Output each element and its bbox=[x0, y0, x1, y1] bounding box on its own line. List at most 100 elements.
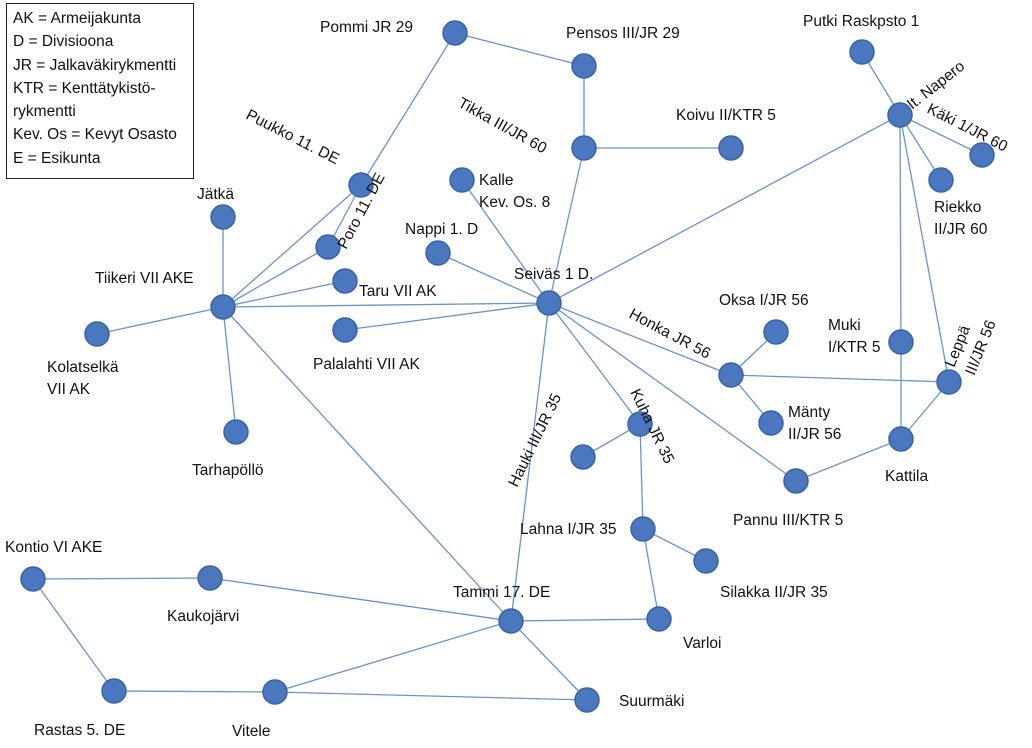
label-line: Vitele bbox=[232, 723, 271, 740]
label-line: VII AK bbox=[47, 381, 91, 398]
label-hauki: Hauki III/JR 35 bbox=[505, 391, 565, 490]
legend-line: E = Esikunta bbox=[13, 149, 101, 167]
label-line: Silakka II/JR 35 bbox=[720, 584, 828, 601]
edge-kaukojarvi-tammi bbox=[209, 577, 512, 622]
node-tammi[interactable] bbox=[498, 608, 524, 634]
label-tammi: Tammi 17. DE bbox=[453, 584, 550, 601]
node-hauki[interactable] bbox=[570, 444, 596, 470]
edge-kattila-pannu bbox=[795, 438, 902, 482]
label-line: Jätkä bbox=[197, 186, 234, 203]
node-jatka[interactable] bbox=[210, 204, 236, 230]
label-line: Palalahti VII AK bbox=[313, 356, 421, 373]
edge-tammi-vitele bbox=[274, 620, 512, 693]
node-kuha[interactable] bbox=[627, 411, 653, 437]
label-putki: Putki Raskpsto 1 bbox=[803, 13, 919, 30]
label-palalahti: Palalahti VII AK bbox=[313, 356, 421, 373]
node-kaki[interactable] bbox=[969, 142, 995, 168]
node-pommi[interactable] bbox=[442, 20, 468, 46]
edge-kontio-rastas bbox=[32, 578, 115, 692]
legend-line: JR = Jalkaväkirykmentti bbox=[13, 56, 177, 74]
label-line: Kontio VI AKE bbox=[5, 539, 102, 556]
label-line: Tarhapöllö bbox=[192, 462, 264, 479]
label-tarhapollo: Tarhapöllö bbox=[192, 462, 264, 479]
label-seivas: Seiväs 1 D. bbox=[514, 266, 593, 283]
edge-kontio-kaukojarvi bbox=[32, 577, 211, 580]
label-line: Kev. Os. 8 bbox=[479, 194, 550, 211]
legend-line: rykmentti bbox=[13, 103, 76, 121]
node-taru[interactable] bbox=[332, 268, 358, 294]
edge-lahna-varloi bbox=[642, 528, 660, 620]
label-line: Puukko 11. DE bbox=[243, 106, 342, 168]
label-taru: Taru VII AK bbox=[359, 283, 437, 300]
label-tiikeri: Tiikeri VII AKE bbox=[95, 270, 193, 287]
node-pannu[interactable] bbox=[783, 468, 809, 494]
label-suurmaki: Suurmäki bbox=[619, 693, 684, 710]
edge-tammi-suurmaki bbox=[510, 620, 588, 701]
label-line: Hauki III/JR 35 bbox=[505, 391, 565, 490]
edge-palalahti-seivas bbox=[344, 302, 550, 331]
label-line: Pommi JR 29 bbox=[320, 19, 413, 36]
legend-line: D = Divisioona bbox=[13, 33, 114, 51]
node-kolatselka[interactable] bbox=[84, 321, 110, 347]
node-rastas[interactable] bbox=[101, 678, 127, 704]
edge-pommi-pensos bbox=[454, 32, 585, 67]
node-vitele[interactable] bbox=[262, 679, 288, 705]
edge-napero-kaki bbox=[899, 114, 983, 156]
node-varloi[interactable] bbox=[646, 606, 672, 632]
label-line: Nappi 1. D bbox=[405, 221, 478, 238]
legend-line: Kev. Os = Kevyt Osasto bbox=[13, 126, 177, 144]
node-palalahti[interactable] bbox=[332, 317, 358, 343]
label-line: Putki Raskpsto 1 bbox=[803, 13, 919, 30]
node-seivas[interactable] bbox=[536, 290, 562, 316]
edge-poro-tiikeri bbox=[222, 246, 329, 308]
edge-pommi-puukko bbox=[360, 32, 456, 186]
node-napero[interactable] bbox=[887, 102, 913, 128]
label-jatka: Jätkä bbox=[197, 186, 234, 203]
node-putki[interactable] bbox=[849, 39, 875, 65]
node-tikka[interactable] bbox=[571, 135, 597, 161]
label-lahna: Lahna I/JR 35 bbox=[520, 521, 617, 538]
node-kalle[interactable] bbox=[449, 167, 475, 193]
node-pensos[interactable] bbox=[571, 53, 597, 79]
node-riekko[interactable] bbox=[928, 167, 954, 193]
label-kaukojarvi: Kaukojärvi bbox=[167, 608, 239, 625]
label-line: Kattila bbox=[885, 468, 928, 485]
node-leppa[interactable] bbox=[936, 369, 962, 395]
edge-seivas-honka bbox=[548, 302, 732, 376]
node-lahna[interactable] bbox=[630, 516, 656, 542]
node-poro[interactable] bbox=[315, 234, 341, 260]
node-manty[interactable] bbox=[758, 410, 784, 436]
node-tiikeri[interactable] bbox=[210, 294, 236, 320]
node-oksa[interactable] bbox=[763, 319, 789, 345]
node-suurmaki[interactable] bbox=[574, 687, 600, 713]
node-koivu[interactable] bbox=[718, 135, 744, 161]
node-kaukojarvi[interactable] bbox=[197, 565, 223, 591]
node-muki[interactable] bbox=[888, 329, 914, 355]
legend-line: AK = Armeijakunta bbox=[13, 10, 141, 27]
label-line: Riekko bbox=[934, 199, 981, 216]
label-line: Varloi bbox=[683, 635, 721, 652]
edge-honka-leppa bbox=[730, 374, 950, 383]
node-kontio[interactable] bbox=[20, 566, 46, 592]
label-line: Seiväs 1 D. bbox=[514, 266, 593, 283]
label-line: III/JR 56 bbox=[962, 318, 999, 378]
edge-tiikeri-seivas bbox=[222, 302, 550, 308]
label-line: Rastas 5. DE bbox=[34, 722, 125, 739]
node-honka[interactable] bbox=[718, 362, 744, 388]
edge-tikka-seivas bbox=[548, 147, 585, 304]
node-puukko[interactable] bbox=[348, 172, 374, 198]
node-silakka[interactable] bbox=[693, 548, 719, 574]
node-kattila[interactable] bbox=[888, 426, 914, 452]
edge-seivas-kuha bbox=[548, 302, 641, 425]
label-line: II/JR 60 bbox=[934, 221, 988, 238]
label-nappi: Nappi 1. D bbox=[405, 221, 478, 238]
node-tarhapollo[interactable] bbox=[223, 419, 249, 445]
edge-napero-seivas bbox=[548, 114, 901, 304]
node-nappi[interactable] bbox=[425, 240, 451, 266]
label-pannu: Pannu III/KTR 5 bbox=[733, 512, 843, 529]
edge-nappi-seivas bbox=[437, 252, 550, 304]
